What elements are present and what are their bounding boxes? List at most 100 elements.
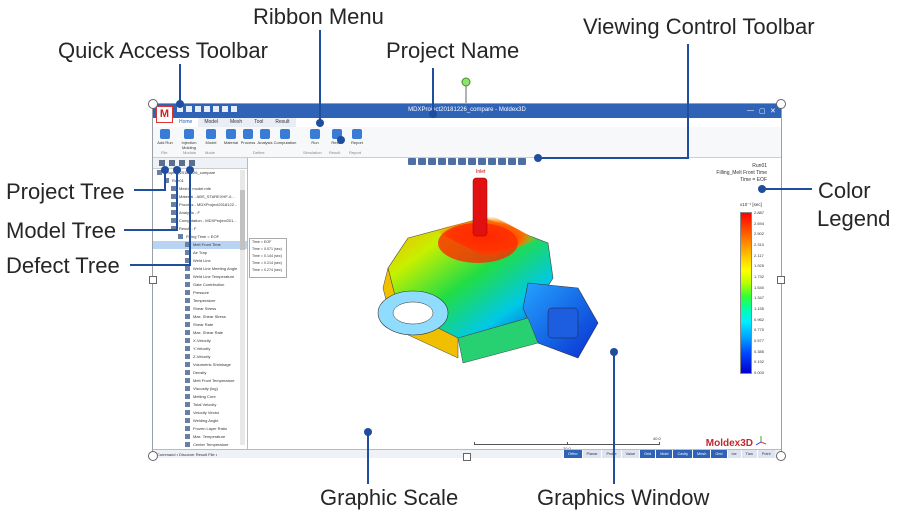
tab-tool[interactable]: Tool [248, 118, 270, 127]
pan-icon[interactable] [418, 158, 426, 165]
tree-node[interactable]: Temperature [153, 297, 247, 305]
tree-node[interactable]: Analysis - F [153, 209, 247, 217]
tree-node[interactable]: X-Velocity [153, 337, 247, 345]
result-button[interactable]: Result [327, 129, 347, 145]
command-line[interactable]: Command • Discover Result File • [157, 452, 218, 457]
rotate-icon[interactable] [438, 158, 446, 165]
time-step-item[interactable]: Time = 0.144 (sec) [252, 254, 282, 258]
tree-node[interactable]: Air Trap [153, 249, 247, 257]
add-run-button[interactable]: Add Run [155, 129, 175, 145]
zoom-icon[interactable] [428, 158, 436, 165]
tab-home[interactable]: Home [173, 118, 199, 127]
status-toggle-mold[interactable]: Mold [655, 450, 673, 458]
tree-node[interactable]: Project_20181226_compare [153, 169, 247, 177]
tree-node[interactable]: Shear Rate [153, 321, 247, 329]
minimize-button[interactable]: — [747, 107, 754, 114]
tree-node[interactable]: Melting Core [153, 393, 247, 401]
tree-node[interactable]: Weld Line Meeting Angle [153, 265, 247, 273]
animation-icon[interactable] [508, 158, 516, 165]
save-icon[interactable] [195, 106, 201, 112]
view-cube-icon[interactable] [448, 158, 456, 165]
section-icon[interactable] [478, 158, 486, 165]
tree-node[interactable]: Max. Temperature [153, 433, 247, 441]
tree-node[interactable]: Shear Stress [153, 305, 247, 313]
fit-icon[interactable] [408, 158, 416, 165]
resize-handle[interactable] [776, 451, 786, 461]
tree-node[interactable]: Density [153, 369, 247, 377]
status-toggle-ice[interactable]: Ice [726, 450, 741, 458]
tree-node[interactable]: Run01 [153, 177, 247, 185]
tree-node[interactable]: Melt Front Temperature [153, 377, 247, 385]
analysis-button[interactable]: Analysis [255, 129, 275, 145]
tree-node[interactable]: Velocity Vector [153, 409, 247, 417]
reset-view-icon[interactable] [518, 158, 526, 165]
settings-icon[interactable] [204, 106, 210, 112]
injection-molding-button[interactable]: Injection Molding [177, 129, 201, 150]
tree-node[interactable]: Max. Shear Stress [153, 313, 247, 321]
tree-node[interactable]: Total Velocity [153, 401, 247, 409]
maximize-button[interactable]: ▢ [759, 108, 766, 115]
display-mode-icon[interactable] [458, 158, 466, 165]
measure-icon[interactable] [488, 158, 496, 165]
run-button[interactable]: Run [305, 129, 325, 145]
tree-node[interactable]: Mesh - model.mfe [153, 185, 247, 193]
resize-handle[interactable] [148, 99, 158, 109]
part-model[interactable]: Inlet [248, 158, 781, 449]
status-toggle-mesh[interactable]: Mesh [692, 450, 711, 458]
tree-node[interactable]: Max. Shear Rate [153, 329, 247, 337]
status-toggle-value[interactable]: Value [620, 450, 640, 458]
computation-button[interactable]: Computation [273, 129, 297, 145]
resize-handle[interactable] [777, 276, 785, 284]
time-step-item[interactable]: Time = 0.274 (sec) [252, 268, 282, 272]
time-step-item[interactable]: Time = EOF [252, 240, 272, 244]
tree-node[interactable]: Melt Front Time [153, 241, 247, 249]
tree-node[interactable]: Frozen Layer Ratio [153, 425, 247, 433]
close-button[interactable]: ✕ [770, 108, 776, 115]
material-button[interactable]: Material [221, 129, 241, 145]
tree-node[interactable]: Material - ABS_STAREXHF-0... [153, 193, 247, 201]
status-toggle-grid[interactable]: Grid [639, 450, 656, 458]
undo-icon[interactable] [213, 106, 219, 112]
moldex3d-logo-icon[interactable]: M [156, 106, 173, 123]
status-toggle-ortho[interactable]: Ortho [563, 450, 582, 458]
tree-node[interactable]: Weld Line [153, 257, 247, 265]
tree-node[interactable]: Computation - MDXProject201... [153, 217, 247, 225]
tree-node[interactable]: Center Temperature [153, 441, 247, 449]
help-icon[interactable] [231, 106, 237, 112]
status-toggle-point[interactable]: Point [756, 450, 775, 458]
time-step-item[interactable]: Time = 0.214 (sec) [252, 261, 282, 265]
tab-mesh[interactable]: Mesh [223, 118, 249, 127]
defect-tree-tab-icon[interactable] [179, 160, 185, 166]
report-button[interactable]: Report [347, 129, 367, 145]
process-button[interactable]: Process [238, 129, 258, 145]
model-button[interactable]: Model [201, 129, 221, 145]
tree-node[interactable]: Pressure [153, 289, 247, 297]
tab-model[interactable]: Model [198, 118, 224, 127]
tree-scrollbar-thumb[interactable] [240, 190, 245, 250]
tree-node[interactable]: Volumetric Shrinkage [153, 361, 247, 369]
graphics-window[interactable]: Run01 Filling_Melt Front Time Time = EOF [248, 158, 781, 451]
resize-handle[interactable] [148, 451, 158, 461]
tree-node[interactable]: Weld Line Temperature [153, 273, 247, 281]
status-toggle-cavity[interactable]: Cavity [672, 450, 693, 458]
status-toggle-grid[interactable]: Grid [710, 450, 727, 458]
tree-node[interactable]: Viscosity (log) [153, 385, 247, 393]
resize-handle[interactable] [463, 453, 471, 461]
tree-node[interactable]: Z-Velocity [153, 353, 247, 361]
tab-result[interactable]: Result [269, 118, 296, 127]
tree-scrollbar[interactable] [240, 170, 245, 445]
tree-node[interactable]: Process - MDXProject2018122... [153, 201, 247, 209]
resize-handle[interactable] [776, 99, 786, 109]
project-tree-tab-icon[interactable] [159, 160, 165, 166]
tree-node[interactable]: Result - F [153, 225, 247, 233]
info-tab-icon[interactable] [189, 160, 195, 166]
model-tree-tab-icon[interactable] [169, 160, 175, 166]
capture-icon[interactable] [498, 158, 506, 165]
resize-handle[interactable] [149, 276, 157, 284]
tree-node[interactable]: Y-Velocity [153, 345, 247, 353]
new-icon[interactable] [177, 106, 183, 112]
time-step-item[interactable]: Time = 0.071 (sec) [252, 247, 282, 251]
status-toggle-tian[interactable]: Tian [740, 450, 757, 458]
status-toggle-probe[interactable]: Probe [601, 450, 621, 458]
status-toggle-planar[interactable]: Planar [581, 450, 602, 458]
